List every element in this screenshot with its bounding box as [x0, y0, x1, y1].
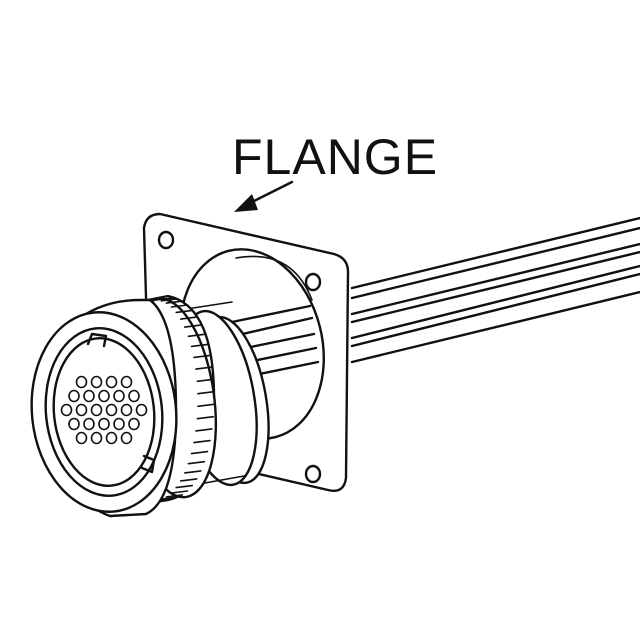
knurl-ridge	[175, 309, 193, 314]
knurl-ridge	[184, 324, 202, 328]
contact-pin-hole	[113, 417, 125, 431]
contact-pin-hole	[105, 375, 118, 389]
contact-pin-hole	[98, 389, 110, 403]
contact-pin-hole	[128, 389, 140, 403]
knurl-ridge	[179, 316, 198, 320]
contact-pin-hole	[120, 375, 133, 389]
contact-pin-hole	[83, 417, 95, 431]
contact-pin-hole	[90, 375, 103, 389]
knurl-ridge	[160, 297, 179, 302]
contact-pin-hole	[105, 403, 118, 417]
arrow-head	[234, 194, 258, 212]
flange-bolt-hole	[304, 464, 322, 484]
flange-bolt-hole	[304, 272, 322, 292]
contact-pin-hole	[113, 389, 125, 403]
knurl-ridge	[197, 390, 215, 395]
knurl-ridge	[179, 478, 198, 482]
knurl-ridge	[195, 428, 213, 432]
contact-pin-hole	[68, 417, 80, 431]
knurl-ridge	[196, 378, 215, 383]
contact-pin-hole	[60, 403, 73, 417]
contact-pin-hole	[98, 417, 110, 431]
knurl-ridge	[184, 470, 202, 474]
knurl-ridge	[196, 415, 215, 420]
knurl-ridge	[187, 460, 206, 465]
knurl-ridge	[170, 304, 189, 308]
contact-pin-hole	[135, 403, 148, 417]
knurl-ridge	[165, 494, 184, 498]
knurl-ridge	[195, 366, 213, 370]
contact-pin-hole	[75, 403, 88, 417]
keyway-tab	[86, 332, 108, 348]
knurl-ridge	[175, 484, 193, 489]
contact-pin-hole	[75, 431, 88, 445]
contact-pin-hole	[90, 431, 103, 445]
knurl-ridge	[165, 300, 184, 304]
knurl-ridge	[190, 450, 209, 455]
knurl-ridges	[155, 297, 215, 501]
knurl-ridge	[155, 297, 173, 301]
contact-pin-hole	[105, 431, 118, 445]
contact-pin-hole	[75, 375, 88, 389]
keyway-tab	[140, 454, 156, 474]
flange-callout-label: FLANGE	[232, 129, 439, 185]
knurl-ridge	[197, 403, 215, 408]
knurl-ridge	[187, 333, 206, 338]
contact-pin-hole	[120, 431, 133, 445]
contact-pin-hole	[68, 389, 80, 403]
contact-insert	[60, 375, 148, 445]
cable-bundle	[350, 216, 640, 364]
contact-pin-hole	[83, 389, 95, 403]
contact-pin-hole	[120, 403, 133, 417]
knurl-ridge	[170, 490, 189, 494]
contact-pin-hole	[128, 417, 140, 431]
contact-pin-hole	[90, 403, 103, 417]
knurl-ridge	[190, 343, 209, 348]
flange-bolt-hole	[157, 230, 175, 250]
knurl-ridge	[193, 354, 211, 359]
knurl-ridge	[193, 439, 211, 444]
